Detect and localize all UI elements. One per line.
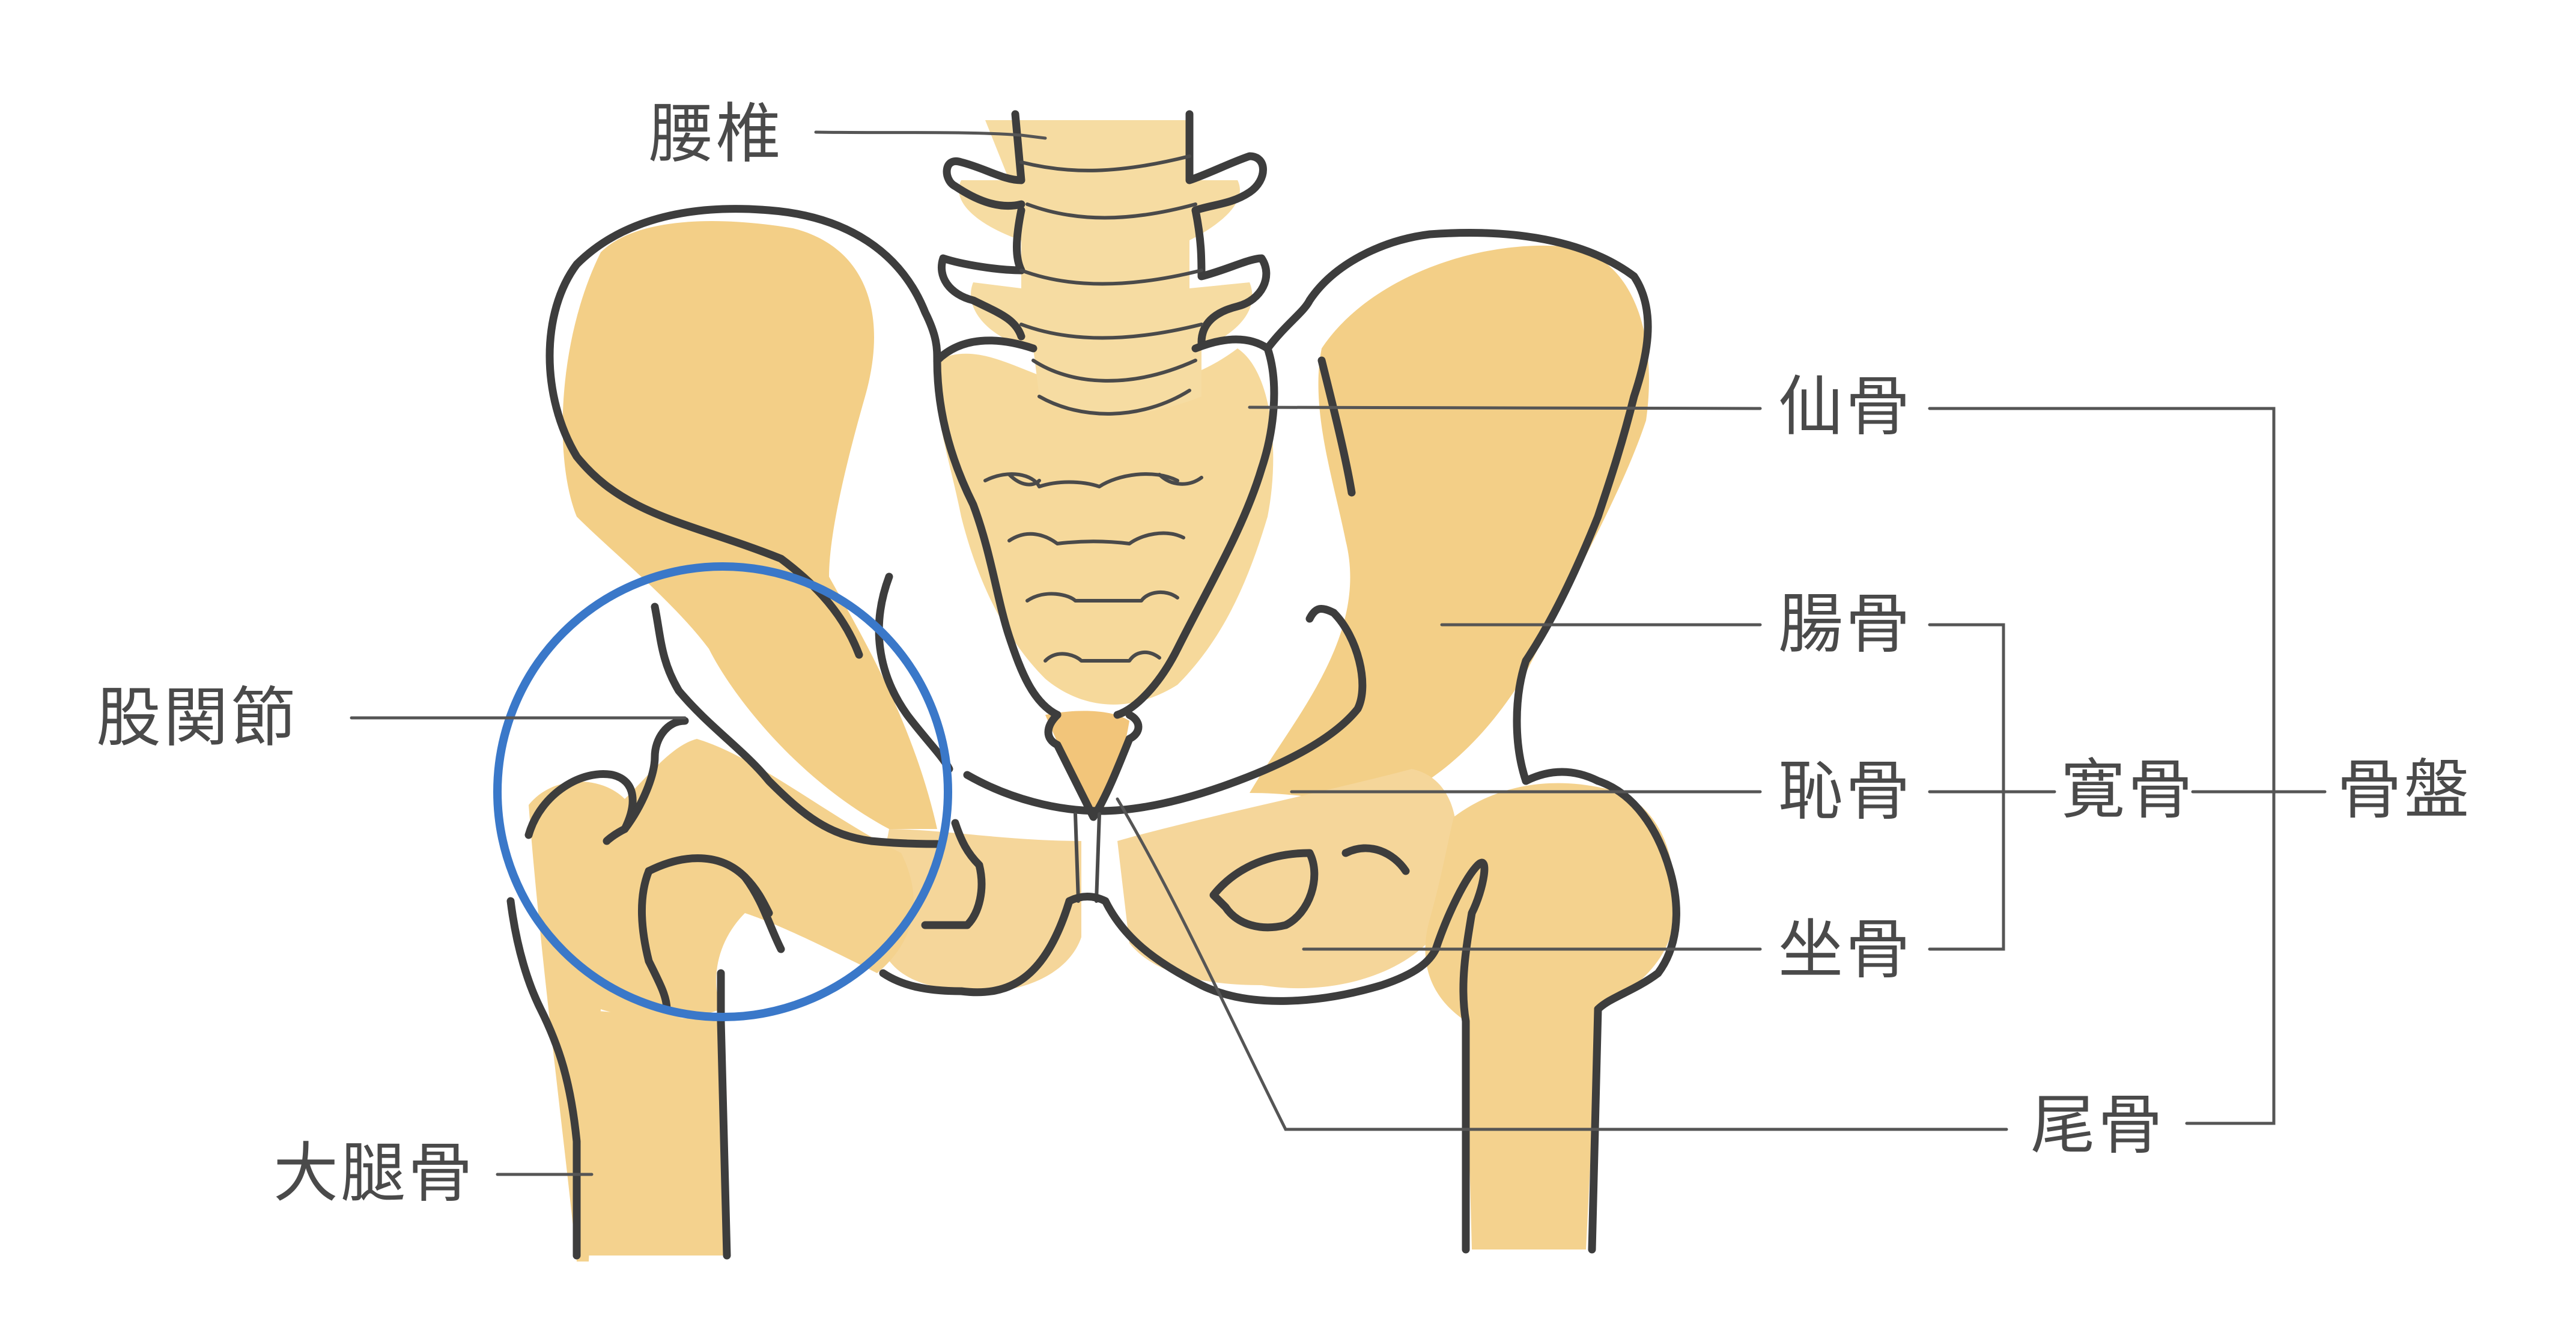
label-ilium: 腸骨: [1778, 587, 1913, 662]
label-pubis: 恥骨: [1778, 754, 1913, 829]
bone-outlines: [506, 110, 1680, 1260]
label-hip-bone: 寛骨: [2061, 753, 2196, 828]
label-femur: 大腿骨: [273, 1136, 476, 1211]
label-sacrum: 仙骨: [1778, 369, 1913, 445]
label-coccyx: 尾骨: [2031, 1088, 2166, 1163]
bone-fills: [529, 120, 1675, 1262]
label-pelvis: 骨盤: [2337, 753, 2472, 828]
label-ischium: 坐骨: [1778, 912, 1913, 988]
label-lumbar-vertebrae: 腰椎: [649, 97, 784, 172]
leader-lines: [350, 130, 2327, 1176]
hip-joint-highlight-circle: [493, 562, 952, 1021]
label-hip-joint: 股関節: [96, 681, 299, 756]
